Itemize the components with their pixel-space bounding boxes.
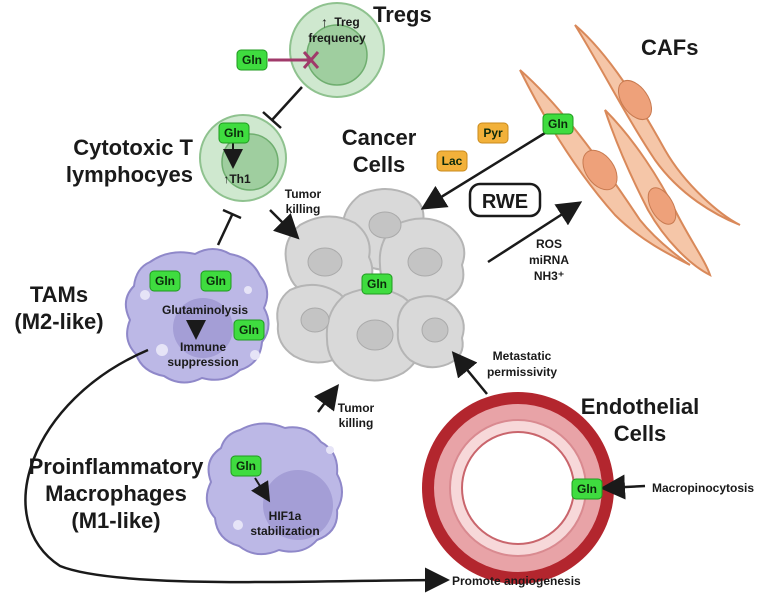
tams-title-2: (M2-like)	[14, 309, 103, 334]
m1-to-cancer-arrow	[314, 384, 339, 413]
gln-tag-m1: Gln	[230, 455, 262, 477]
gln-tags: Gln Gln Gln Gln Gln Gln Gln Gln	[149, 49, 603, 500]
angiogenesis-label: Promote angiogenesis	[452, 574, 581, 588]
m1-title-1: Proinflammatory	[29, 454, 205, 479]
inhibit-bar-icon	[262, 111, 282, 129]
cancer-title-1: Cancer	[342, 125, 417, 150]
metastatic-label-2: permissivity	[487, 365, 557, 379]
gln-tag-treg: Gln	[236, 49, 268, 71]
gln-tag-ctl: Gln	[218, 122, 250, 144]
tumor-killing-1b: killing	[286, 202, 321, 216]
th1-label: ↑Th1	[223, 172, 251, 186]
glutaminolysis-label: Glutaminolysis	[162, 303, 248, 317]
svg-text:Gln: Gln	[548, 117, 568, 131]
m1-title-3: (M1-like)	[71, 508, 160, 533]
cancer-to-caf-arrow	[487, 201, 583, 264]
hif-label-1: HIF1a	[269, 509, 302, 523]
svg-text:Gln: Gln	[236, 459, 256, 473]
svg-text:Gln: Gln	[224, 126, 244, 140]
gln-tag-tam-3: Gln	[233, 319, 265, 341]
cross-block-icon	[302, 51, 320, 69]
svg-text:Lac: Lac	[442, 154, 463, 168]
tam-to-ctl-inhibit	[216, 214, 234, 246]
cafs-title: CAFs	[641, 35, 698, 60]
svg-text:Gln: Gln	[367, 277, 387, 291]
immune-label-2: suppression	[167, 355, 238, 369]
svg-text:Pyr: Pyr	[483, 126, 503, 140]
treg-up-arrow: ↑	[321, 14, 328, 30]
metastatic-label-1: Metastatic	[493, 349, 552, 363]
angiogenesis-curve	[24, 348, 450, 593]
tams-title-1: TAMs	[30, 282, 88, 307]
endo-title-2: Cells	[614, 421, 667, 446]
ros-label: ROS	[536, 237, 562, 251]
endo-title-1: Endothelial	[581, 394, 700, 419]
treg-cell	[289, 2, 385, 98]
tumor-killing-2b: killing	[339, 416, 374, 430]
svg-text:Gln: Gln	[242, 53, 262, 67]
macropinocytosis-label: Macropinocytosis	[652, 481, 754, 495]
m1-title-2: Macrophages	[45, 481, 187, 506]
gln-tag-tam-1: Gln	[149, 270, 181, 292]
treg-gln-block	[268, 51, 320, 69]
nh3-label: NH3⁺	[534, 269, 564, 283]
pyr-tag: Pyr	[477, 122, 509, 144]
svg-text:Gln: Gln	[239, 323, 259, 337]
gln-tag-cancer: Gln	[361, 273, 393, 295]
lac-tag: Lac	[436, 150, 468, 172]
tumor-killing-2a: Tumor	[338, 401, 375, 415]
inhibit-bar-icon	[222, 208, 242, 220]
svg-text:Gln: Gln	[577, 482, 597, 496]
svg-text:Gln: Gln	[206, 274, 226, 288]
caf-to-cancer-arrow	[420, 131, 546, 210]
rwe-box: RWE	[468, 182, 542, 218]
connectors	[24, 86, 646, 593]
hif-label-2: stabilization	[250, 524, 319, 538]
immune-label-1: Immune	[180, 340, 226, 354]
treg-label-1: Treg	[334, 15, 359, 29]
vessel-ring	[422, 392, 614, 584]
ctl-title-2: lymphocyes	[66, 162, 193, 187]
mirna-label: miRNA	[529, 253, 569, 267]
treg-label-2: frequency	[308, 31, 366, 45]
svg-text:RWE: RWE	[482, 191, 528, 213]
macropinocytosis-arrow	[600, 474, 646, 500]
svg-text:Gln: Gln	[155, 274, 175, 288]
treg-to-ctl-inhibit	[271, 86, 303, 121]
ctl-title-1: Cytotoxic T	[73, 135, 193, 160]
gln-tag-endothelial: Gln	[571, 478, 603, 500]
tumor-killing-1a: Tumor	[285, 187, 322, 201]
endo-to-cancer-arrow	[451, 351, 488, 395]
ctl-to-cancer-arrow	[269, 209, 300, 240]
tregs-title: Tregs	[373, 2, 432, 27]
gln-tag-tam-2: Gln	[200, 270, 232, 292]
cancer-cell-cluster	[276, 188, 466, 382]
gln-tag-caf: Gln	[542, 113, 574, 135]
cancer-title-2: Cells	[353, 152, 406, 177]
